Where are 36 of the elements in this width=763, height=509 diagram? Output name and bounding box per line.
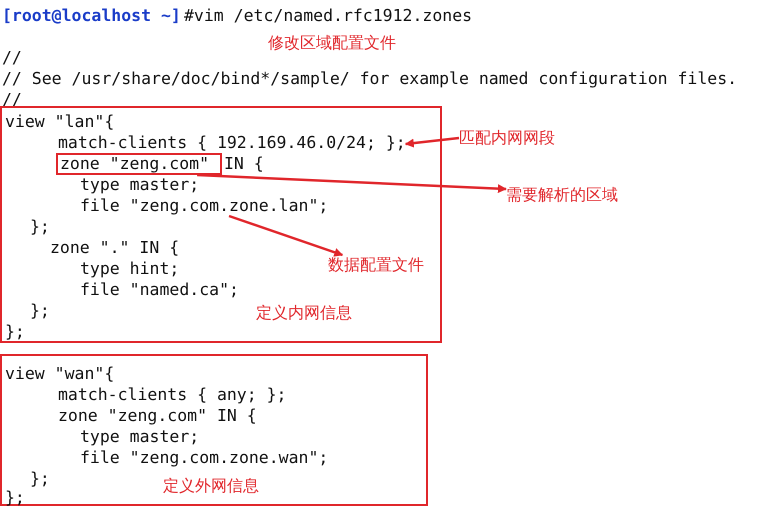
arrow (404, 136, 460, 148)
code-line: IN { (224, 154, 264, 174)
annotation-text: 定义外网信息 (163, 476, 259, 496)
highlight-box (56, 153, 222, 175)
code-line: }; (30, 469, 50, 489)
code-line: match-clients { 192.169.46.0/24; }; (58, 133, 406, 153)
code-line: zone "." IN { (50, 238, 180, 258)
arrow (197, 174, 507, 194)
code-line: }; (5, 488, 25, 508)
comment-line: // (2, 48, 22, 68)
code-line: view "lan"{ (5, 112, 114, 132)
code-box (0, 106, 442, 343)
code-line: }; (30, 301, 50, 321)
annotation-text: 匹配内网网段 (459, 128, 555, 148)
code-line: file "zeng.com.zone.lan"; (80, 196, 328, 216)
arrow (228, 214, 344, 257)
code-line: view "wan"{ (5, 364, 114, 384)
code-box (0, 354, 428, 506)
code-line: type master; (80, 175, 200, 195)
code-line: match-clients { any; }; (58, 385, 286, 405)
annotation-text: 定义内网信息 (256, 303, 352, 323)
code-line: file "named.ca"; (80, 280, 239, 300)
annotation-text: 需要解析的区域 (506, 185, 618, 205)
command-text: #vim /etc/named.rfc1912.zones (184, 6, 472, 26)
comment-line: // See /usr/share/doc/bind*/sample/ for example named configuration files. (2, 69, 738, 89)
code-line: }; (30, 217, 50, 237)
annotation-text: 数据配置文件 (328, 255, 424, 275)
code-line: type hint; (80, 259, 180, 279)
code-line: zone "zeng.com" IN { (58, 406, 257, 426)
prompt-text: [root@localhost ~] (2, 6, 181, 26)
code-line: zone "zeng.com" (60, 154, 210, 174)
annotation-text: 修改区域配置文件 (268, 33, 396, 53)
code-line: file "zeng.com.zone.wan"; (80, 448, 328, 468)
code-line: type master; (80, 427, 200, 447)
comment-line: // (2, 90, 22, 110)
code-line: }; (5, 322, 25, 342)
